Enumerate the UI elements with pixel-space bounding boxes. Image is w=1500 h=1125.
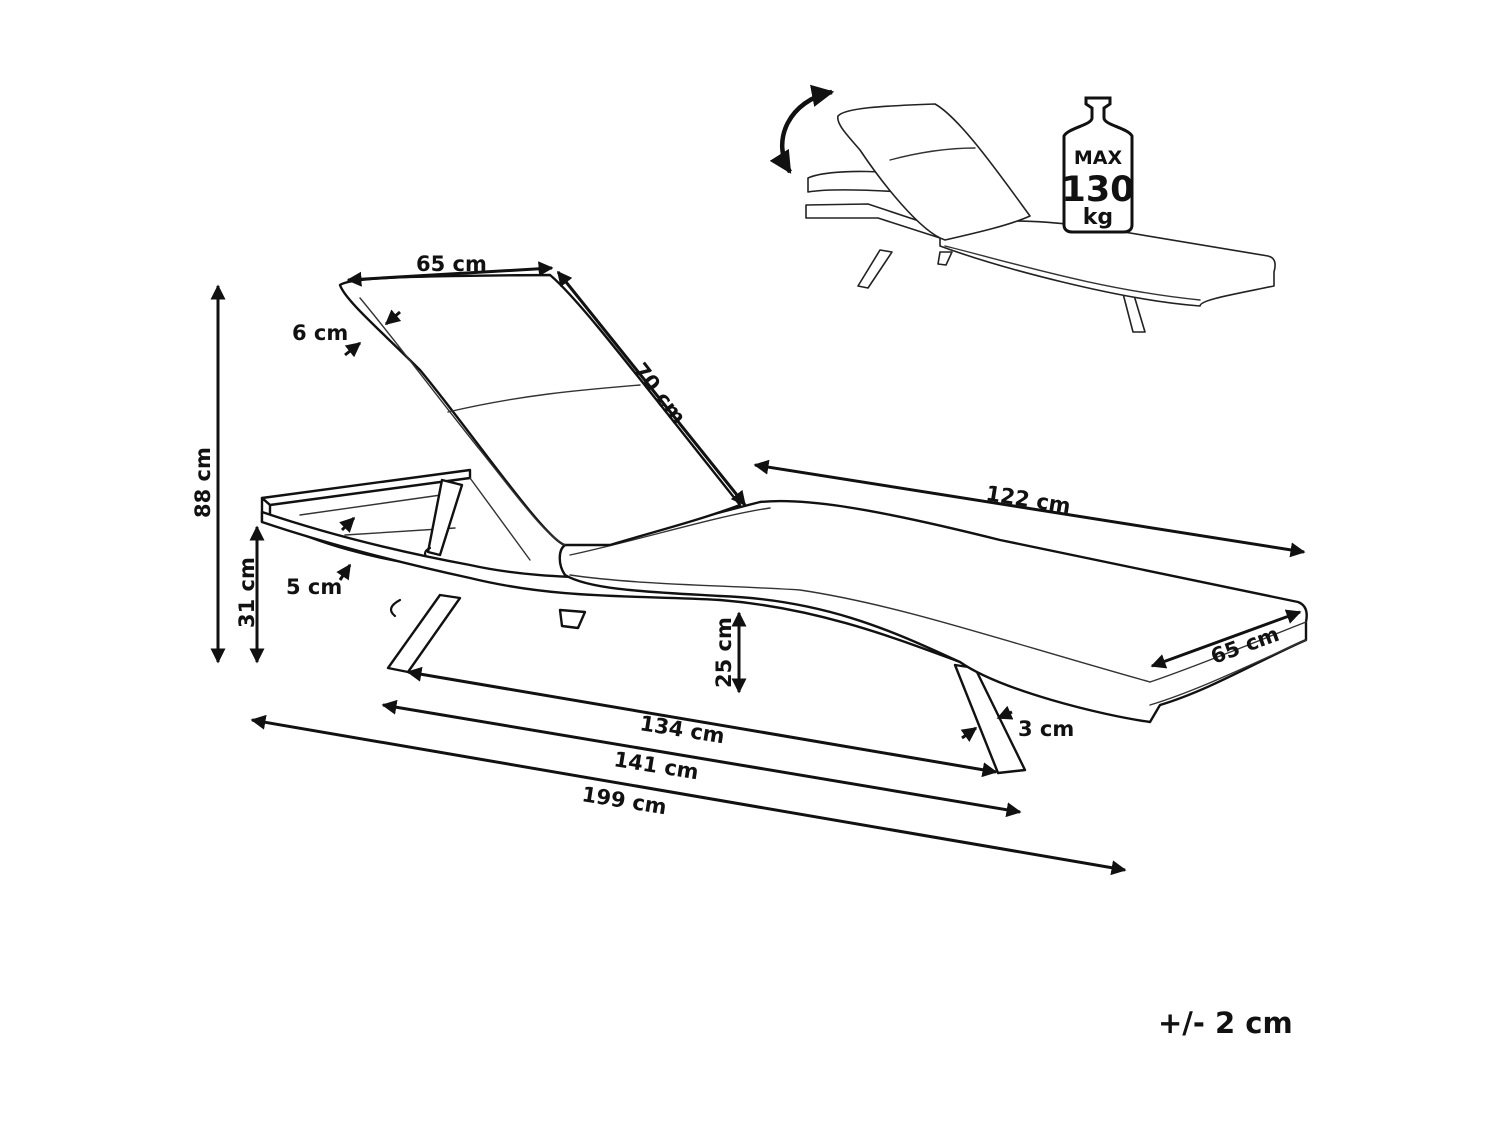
label-leg-span-2: 141 cm: [612, 747, 700, 784]
dim-line-total-length: [250, 714, 1127, 876]
dim-line-backrest-length: [556, 270, 747, 507]
label-backrest-width: 65 cm: [416, 252, 487, 276]
lounger-preview-drawing: [805, 103, 1276, 333]
dim-pointer-leg-thickness-a: [996, 705, 1014, 720]
dim-pointer-frame-thickness-b: [339, 516, 356, 533]
dim-pointer-leg-thickness-b: [960, 726, 978, 742]
weight-icon: MAX 130 kg: [1061, 96, 1135, 234]
dim-line-backrest-width: [346, 261, 554, 287]
dimension-lines: [210, 261, 1306, 876]
weight-badge-unit: kg: [1083, 205, 1113, 230]
dim-pointer-backrest-thickness-a: [384, 309, 402, 326]
lounger-main-drawing: [260, 273, 1308, 775]
label-frame-thickness: 5 cm: [286, 575, 342, 599]
label-leg-height: 25 cm: [712, 617, 736, 688]
dim-line-seat-width: [1150, 609, 1302, 669]
dim-line-seat-length: [753, 459, 1306, 558]
curved-double-arrow-icon: [769, 84, 835, 174]
label-backrest-thickness: 6 cm: [292, 321, 348, 345]
label-frame-height: 31 cm: [235, 557, 259, 628]
dim-pointer-frame-thickness-a: [336, 563, 352, 581]
label-leg-span-1: 134 cm: [638, 711, 726, 748]
label-seat-length: 122 cm: [984, 481, 1072, 518]
label-leg-thickness: 3 cm: [1018, 717, 1074, 741]
dim-pointer-backrest-thickness-b: [344, 341, 362, 358]
weight-badge-max: MAX: [1074, 147, 1123, 169]
weight-badge-value: 130: [1061, 170, 1134, 210]
tolerance-note: +/- 2 cm: [1158, 1006, 1293, 1040]
label-total-height: 88 cm: [191, 447, 215, 518]
